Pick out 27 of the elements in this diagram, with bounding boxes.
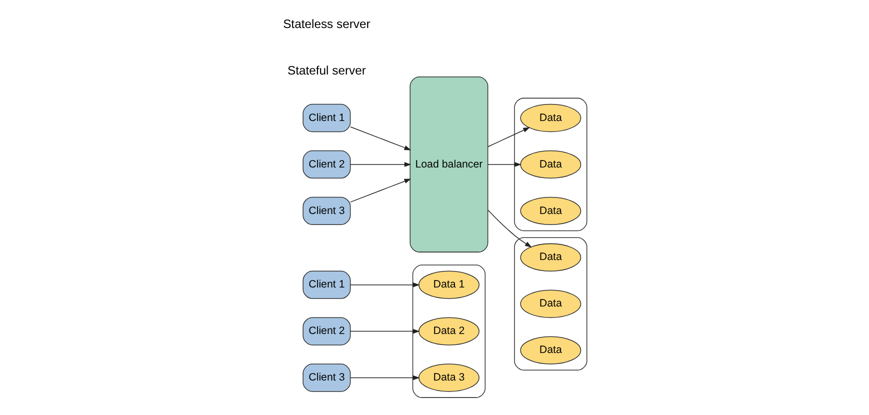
node-ellipse: Data 3 — [418, 364, 480, 392]
node-ellipse: Data — [520, 290, 582, 318]
arrow — [350, 328, 420, 334]
arrow — [350, 126, 412, 150]
node-ellipse: Data — [520, 336, 582, 364]
node-ellipse: Data — [520, 150, 582, 179]
arrow — [350, 282, 420, 288]
node-box: Client 1 — [302, 270, 351, 299]
node-ellipse: Data — [520, 196, 582, 226]
node-ellipse: Data 2 — [418, 317, 480, 346]
node-ellipse: Data — [520, 243, 582, 272]
arrow — [350, 178, 412, 202]
node-box: Client 2 — [302, 317, 351, 346]
arrow — [350, 375, 420, 380]
arrow — [488, 127, 530, 148]
node-box: Client 2 — [302, 150, 351, 179]
node-box: Client 3 — [302, 364, 351, 392]
label: Stateless server — [283, 16, 370, 31]
node-box: Load balancer — [410, 76, 488, 252]
arrow — [488, 162, 522, 167]
arrow — [488, 210, 532, 248]
arrow — [350, 162, 412, 167]
node-box: Client 3 — [302, 196, 351, 226]
label: Stateful server — [287, 63, 366, 78]
node-ellipse: Data 1 — [418, 270, 480, 299]
node-box: Client 1 — [302, 104, 351, 132]
cluster — [514, 237, 588, 371]
